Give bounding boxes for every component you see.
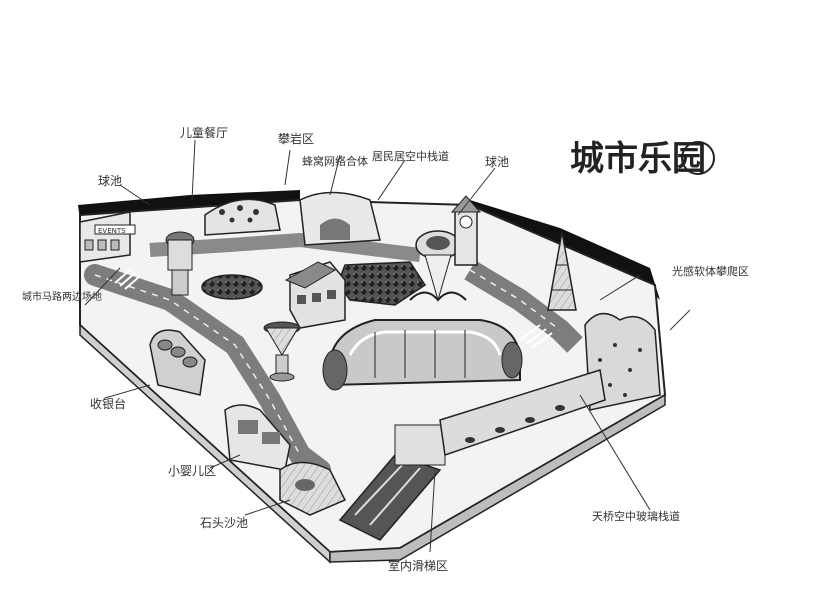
rocket-tower (409, 230, 467, 302)
title-circle-icon (681, 141, 715, 175)
label-indoor-slide: 室内滑梯区 (388, 558, 448, 573)
clock-tower (450, 195, 482, 266)
cashier-counter (149, 329, 206, 396)
crosswalk (114, 269, 553, 349)
label-climbing: 攀岩区 (278, 131, 314, 146)
annotation-lines (84, 139, 691, 553)
label-resident-sky-walk: 居民居空中栈道 (372, 149, 449, 163)
label-soft-play: 光感软体攀爬区 (672, 264, 749, 278)
roads (84, 232, 583, 481)
honeycomb-structure (299, 191, 381, 246)
glass-tunnel (322, 319, 523, 391)
road-left-centerline (94, 274, 301, 456)
climbing-wall (204, 198, 281, 236)
ball-pool-left (201, 274, 263, 300)
children-restaurant[interactable]: EVENTS (79, 211, 136, 263)
label-city-road: 城市马路两边场地 (22, 290, 102, 303)
label-children-restaurant: 儿童餐厅 (180, 125, 228, 140)
label-cashier: 收银台 (90, 396, 126, 411)
stone-sand-pit (279, 461, 347, 516)
front-wall-windows (439, 369, 606, 457)
tower-kiosk (165, 231, 195, 296)
page-title: 城市乐园 (570, 139, 706, 179)
label-ball-pool-left: 球池 (98, 174, 122, 188)
front-edge-right (329, 393, 666, 563)
label-honeycomb: 蜂窝网络合体 (302, 154, 368, 168)
baby-area-bus (224, 404, 291, 471)
lattice-tower (547, 231, 577, 311)
label-kids-pool: 小婴儿区 (168, 464, 216, 478)
label-sky-tunnel: 天桥空中玻璃栈道 (592, 509, 680, 523)
center-house (284, 261, 346, 329)
soft-play-blocks (584, 312, 661, 411)
goblet-sculpture (263, 321, 301, 382)
building-sign: EVENTS (98, 227, 126, 235)
road-back (149, 232, 421, 262)
label-stone-sand: 石头沙池 (200, 516, 248, 530)
label-ball-pool-right: 球池 (485, 155, 509, 169)
